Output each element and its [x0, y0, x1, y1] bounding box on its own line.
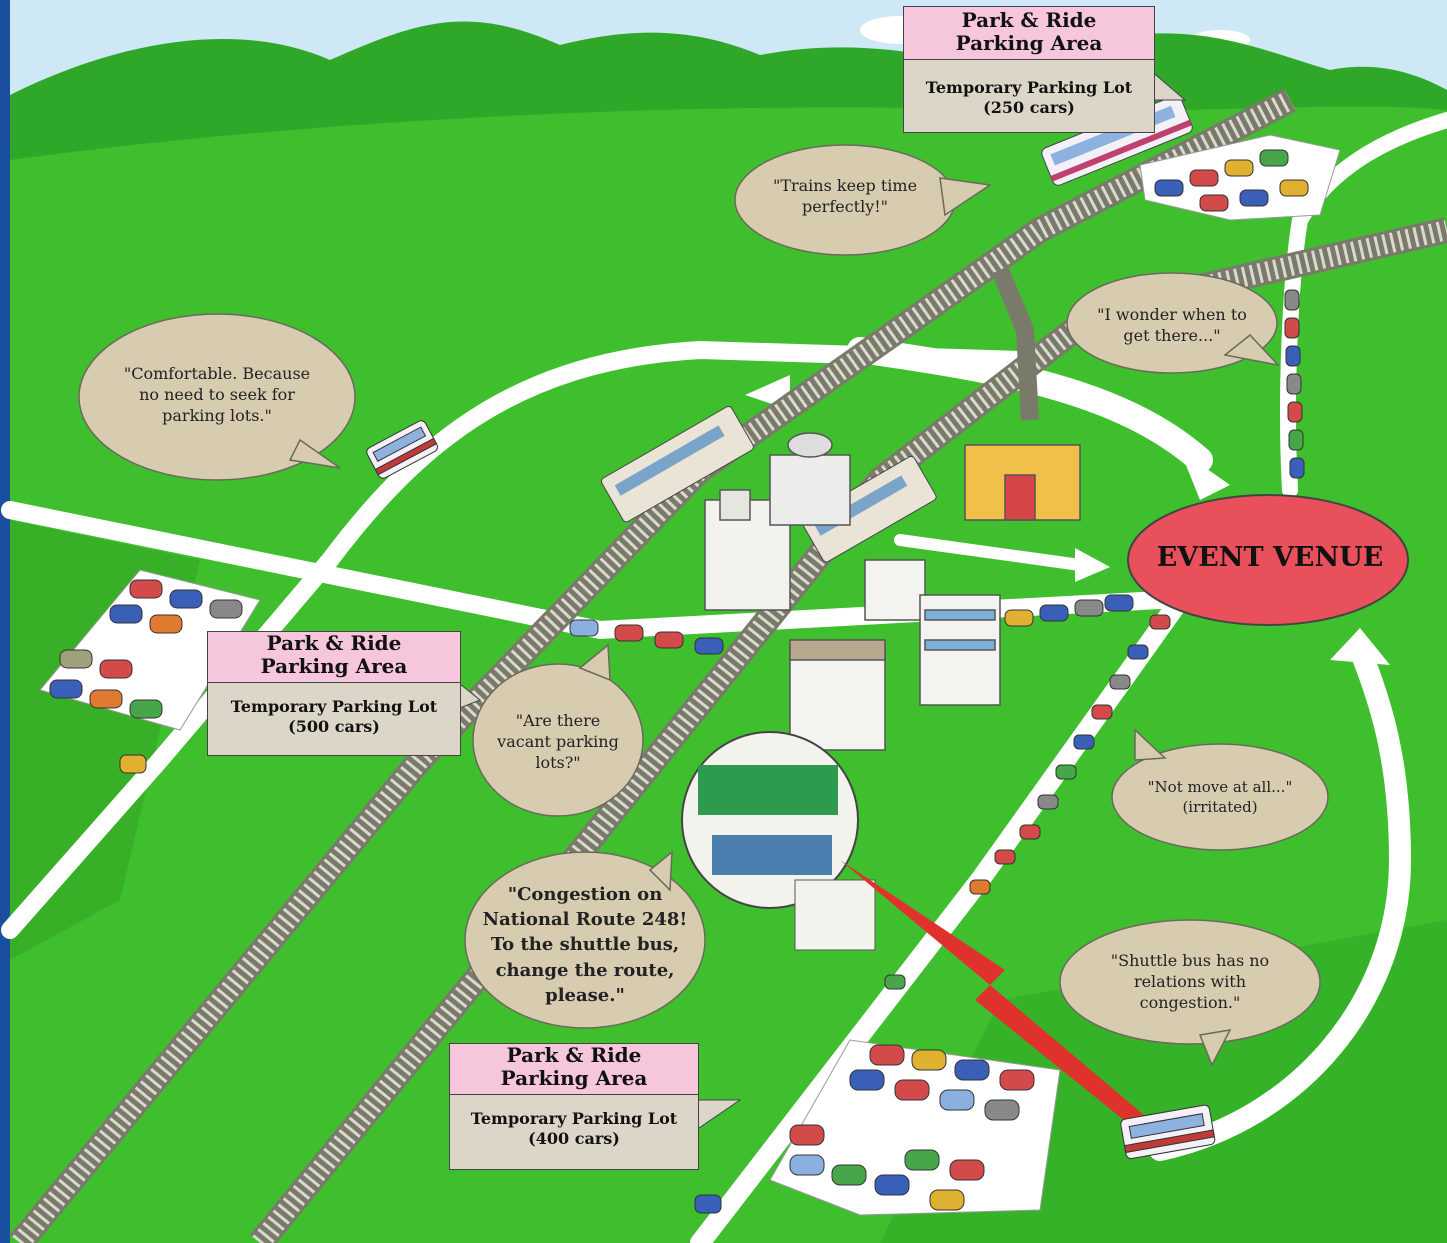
traffic-control-room — [681, 731, 876, 951]
buildings — [704, 432, 1081, 751]
parking-sign-capacity: Temporary Parking Lot (250 cars) — [904, 60, 1154, 132]
arrow-head — [1180, 450, 1230, 500]
speech-bubbles — [78, 144, 1329, 1067]
parking-sign-west: Park & Ride Parking Area Temporary Parki… — [207, 631, 461, 756]
arrow-head — [1075, 548, 1110, 582]
arrow-head — [1330, 628, 1390, 665]
parking-sign-south: Park & Ride Parking Area Temporary Parki… — [449, 1043, 699, 1170]
speech-bubble-trains: "Trains keep time perfectly!" — [772, 176, 918, 216]
radio-signal-bolt — [840, 860, 1150, 1125]
parking-sign-north: Park & Ride Parking Area Temporary Parki… — [903, 6, 1155, 133]
speech-bubble-congestion: "Congestion on National Route 248! To th… — [482, 884, 688, 1006]
event-venue-shape — [1127, 494, 1409, 626]
parking-sign-title: Park & Ride Parking Area — [208, 632, 460, 683]
parked-cars — [49, 149, 1309, 1211]
speech-bubble-not-move: "Not move at all..." (irritated) — [1147, 778, 1293, 816]
speech-bubble-comfortable: "Comfortable. Because no need to seek fo… — [123, 364, 311, 425]
speech-bubble-shuttle: "Shuttle bus has no relations with conge… — [1110, 951, 1270, 1012]
shuttle-buses — [366, 420, 1216, 1160]
parking-sign-title: Park & Ride Parking Area — [450, 1044, 698, 1095]
speech-bubble-wonder: "I wonder when to get there..." — [1097, 305, 1247, 345]
parking-sign-capacity: Temporary Parking Lot (400 cars) — [450, 1095, 698, 1169]
speech-bubble-vacant: "Are there vacant parking lots?" — [497, 711, 619, 772]
traffic-jam-cars — [119, 289, 1305, 1214]
parking-sign-capacity: Temporary Parking Lot (500 cars) — [208, 683, 460, 755]
event-venue-label: EVENT VENUE — [1156, 542, 1384, 573]
parking-sign-title: Park & Ride Parking Area — [904, 7, 1154, 60]
